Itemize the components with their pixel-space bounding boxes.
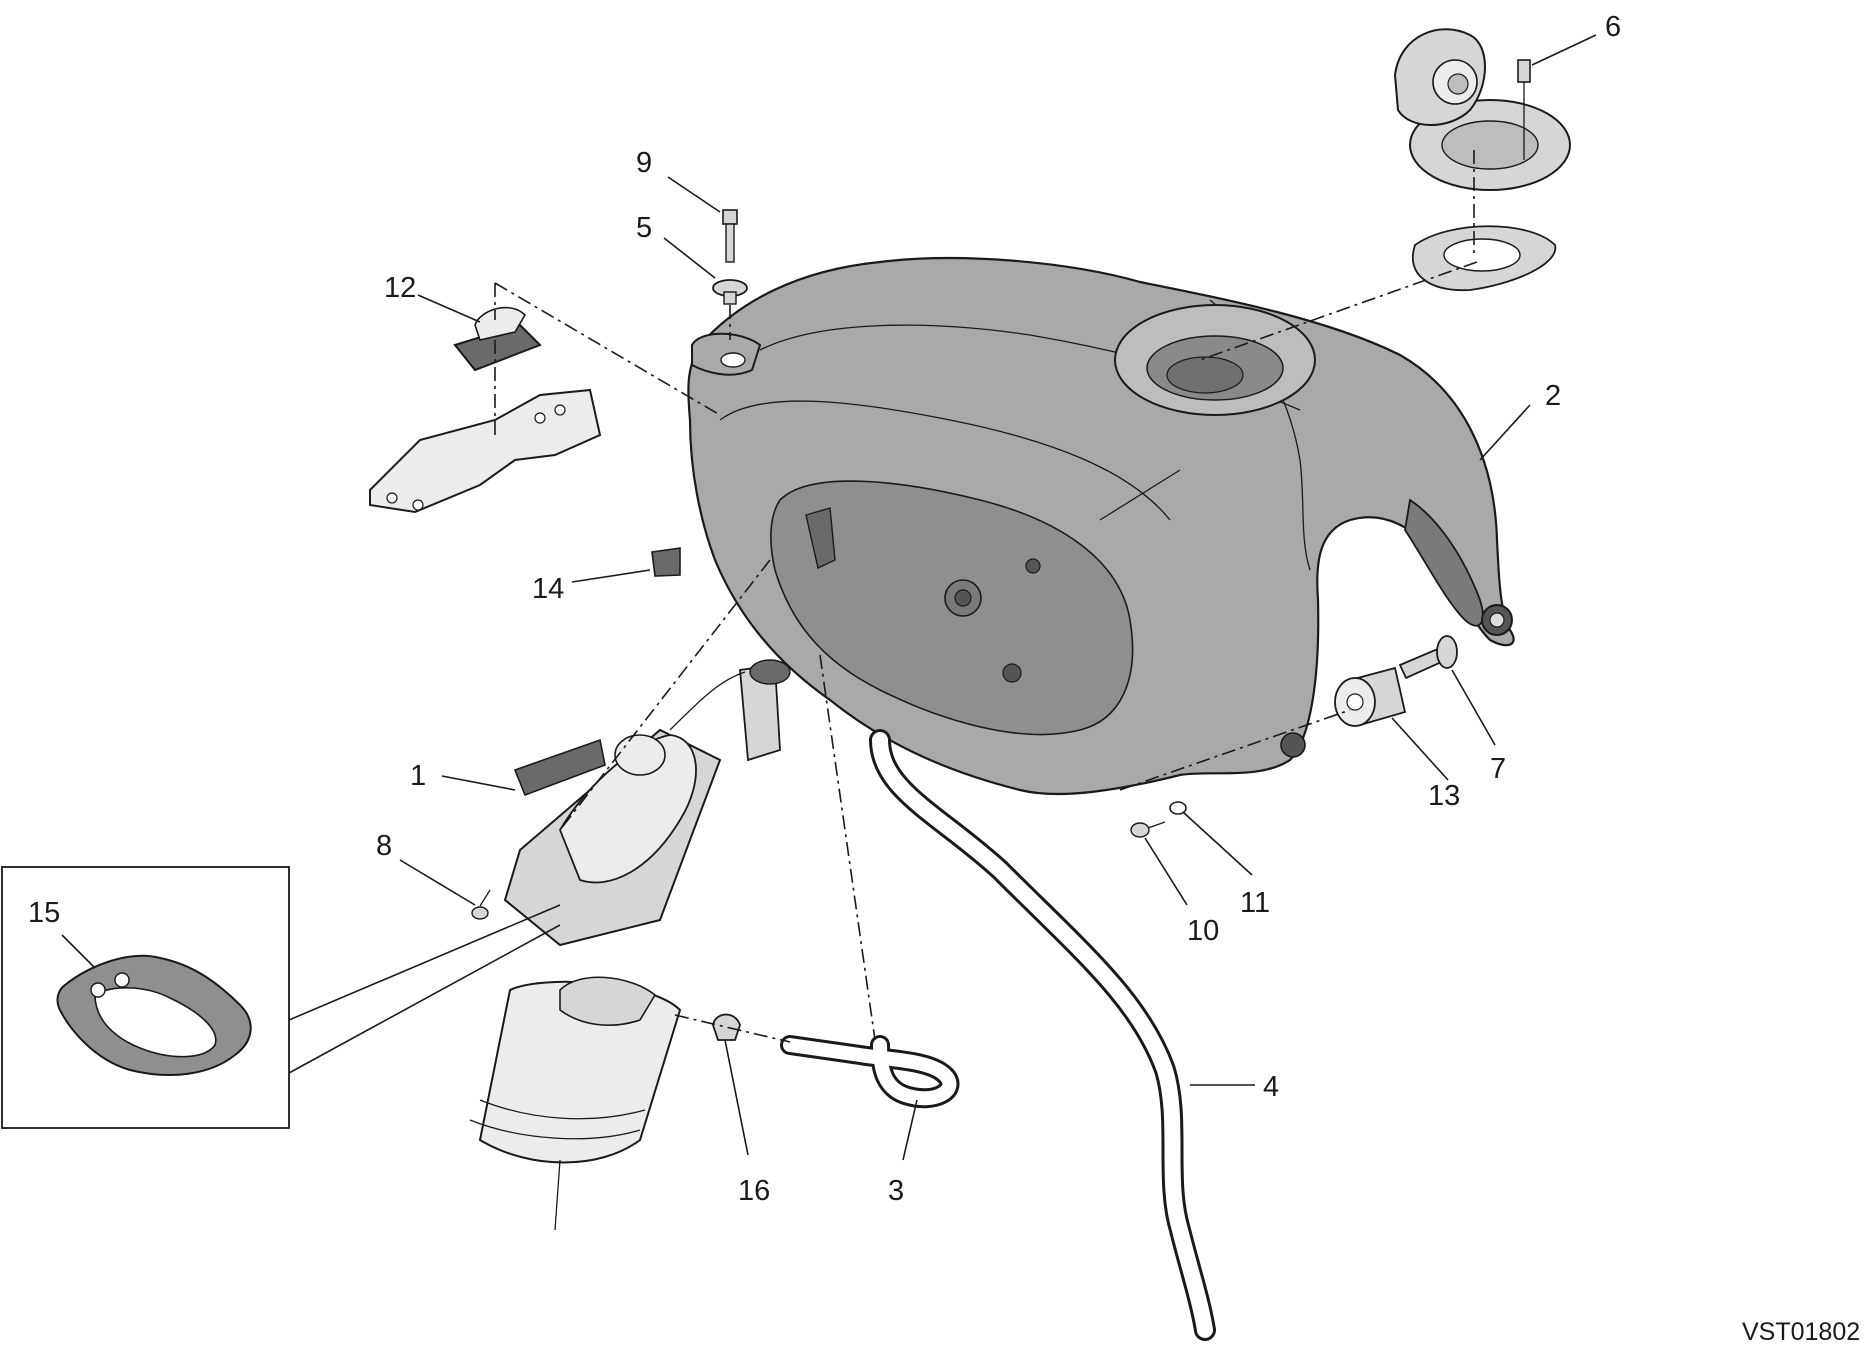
fuel-tank: [687, 257, 1515, 796]
drain-hose-long: [869, 729, 1216, 1341]
callout-3: 3: [888, 1175, 904, 1207]
callout-13: 13: [1428, 780, 1460, 812]
callout-12: 12: [384, 272, 416, 304]
mounting-bracket: [369, 388, 602, 514]
fuel-filter-housing: [469, 976, 682, 1231]
filler-cap-assembly: [1393, 28, 1571, 291]
callout-4: 4: [1263, 1071, 1279, 1103]
callout-6: 6: [1605, 11, 1621, 43]
callout-11: 11: [1240, 887, 1270, 919]
rubber-pad: [651, 547, 681, 577]
callout-5: 5: [636, 212, 652, 244]
callout-7: 7: [1490, 753, 1506, 785]
callout-8: 8: [376, 830, 392, 862]
callout-16: 16: [738, 1175, 770, 1207]
hose-clamp: [712, 1013, 741, 1041]
rubber-mount: [453, 306, 542, 372]
rubber-bushing: [1334, 666, 1407, 727]
callout-2: 2: [1545, 380, 1561, 412]
fuel-pump-assembly: [503, 659, 791, 947]
washer-11: [1169, 801, 1187, 815]
mount-bolt: [1398, 635, 1458, 680]
callout-labels: 1 2 3 4 5 6 7 8 9 10 11 12 13 14 15 16: [28, 11, 1621, 1207]
callout-1: 1: [410, 760, 426, 792]
screw-10: [1130, 821, 1166, 838]
callout-15: 15: [28, 897, 60, 929]
callout-leaders: [61, 34, 1597, 1161]
callout-9: 9: [636, 147, 652, 179]
assembly-lines: [494, 261, 1478, 1043]
bolt-and-washer: [712, 209, 748, 305]
gasket-detail-inset: [1, 866, 561, 1129]
cap-screw: [1517, 59, 1531, 160]
drawing-reference-code: VST01802: [1742, 1318, 1860, 1346]
pump-screw: [471, 889, 491, 920]
breather-hose-short: [780, 1035, 960, 1109]
callout-14: 14: [532, 573, 564, 605]
callout-10: 10: [1187, 915, 1219, 947]
